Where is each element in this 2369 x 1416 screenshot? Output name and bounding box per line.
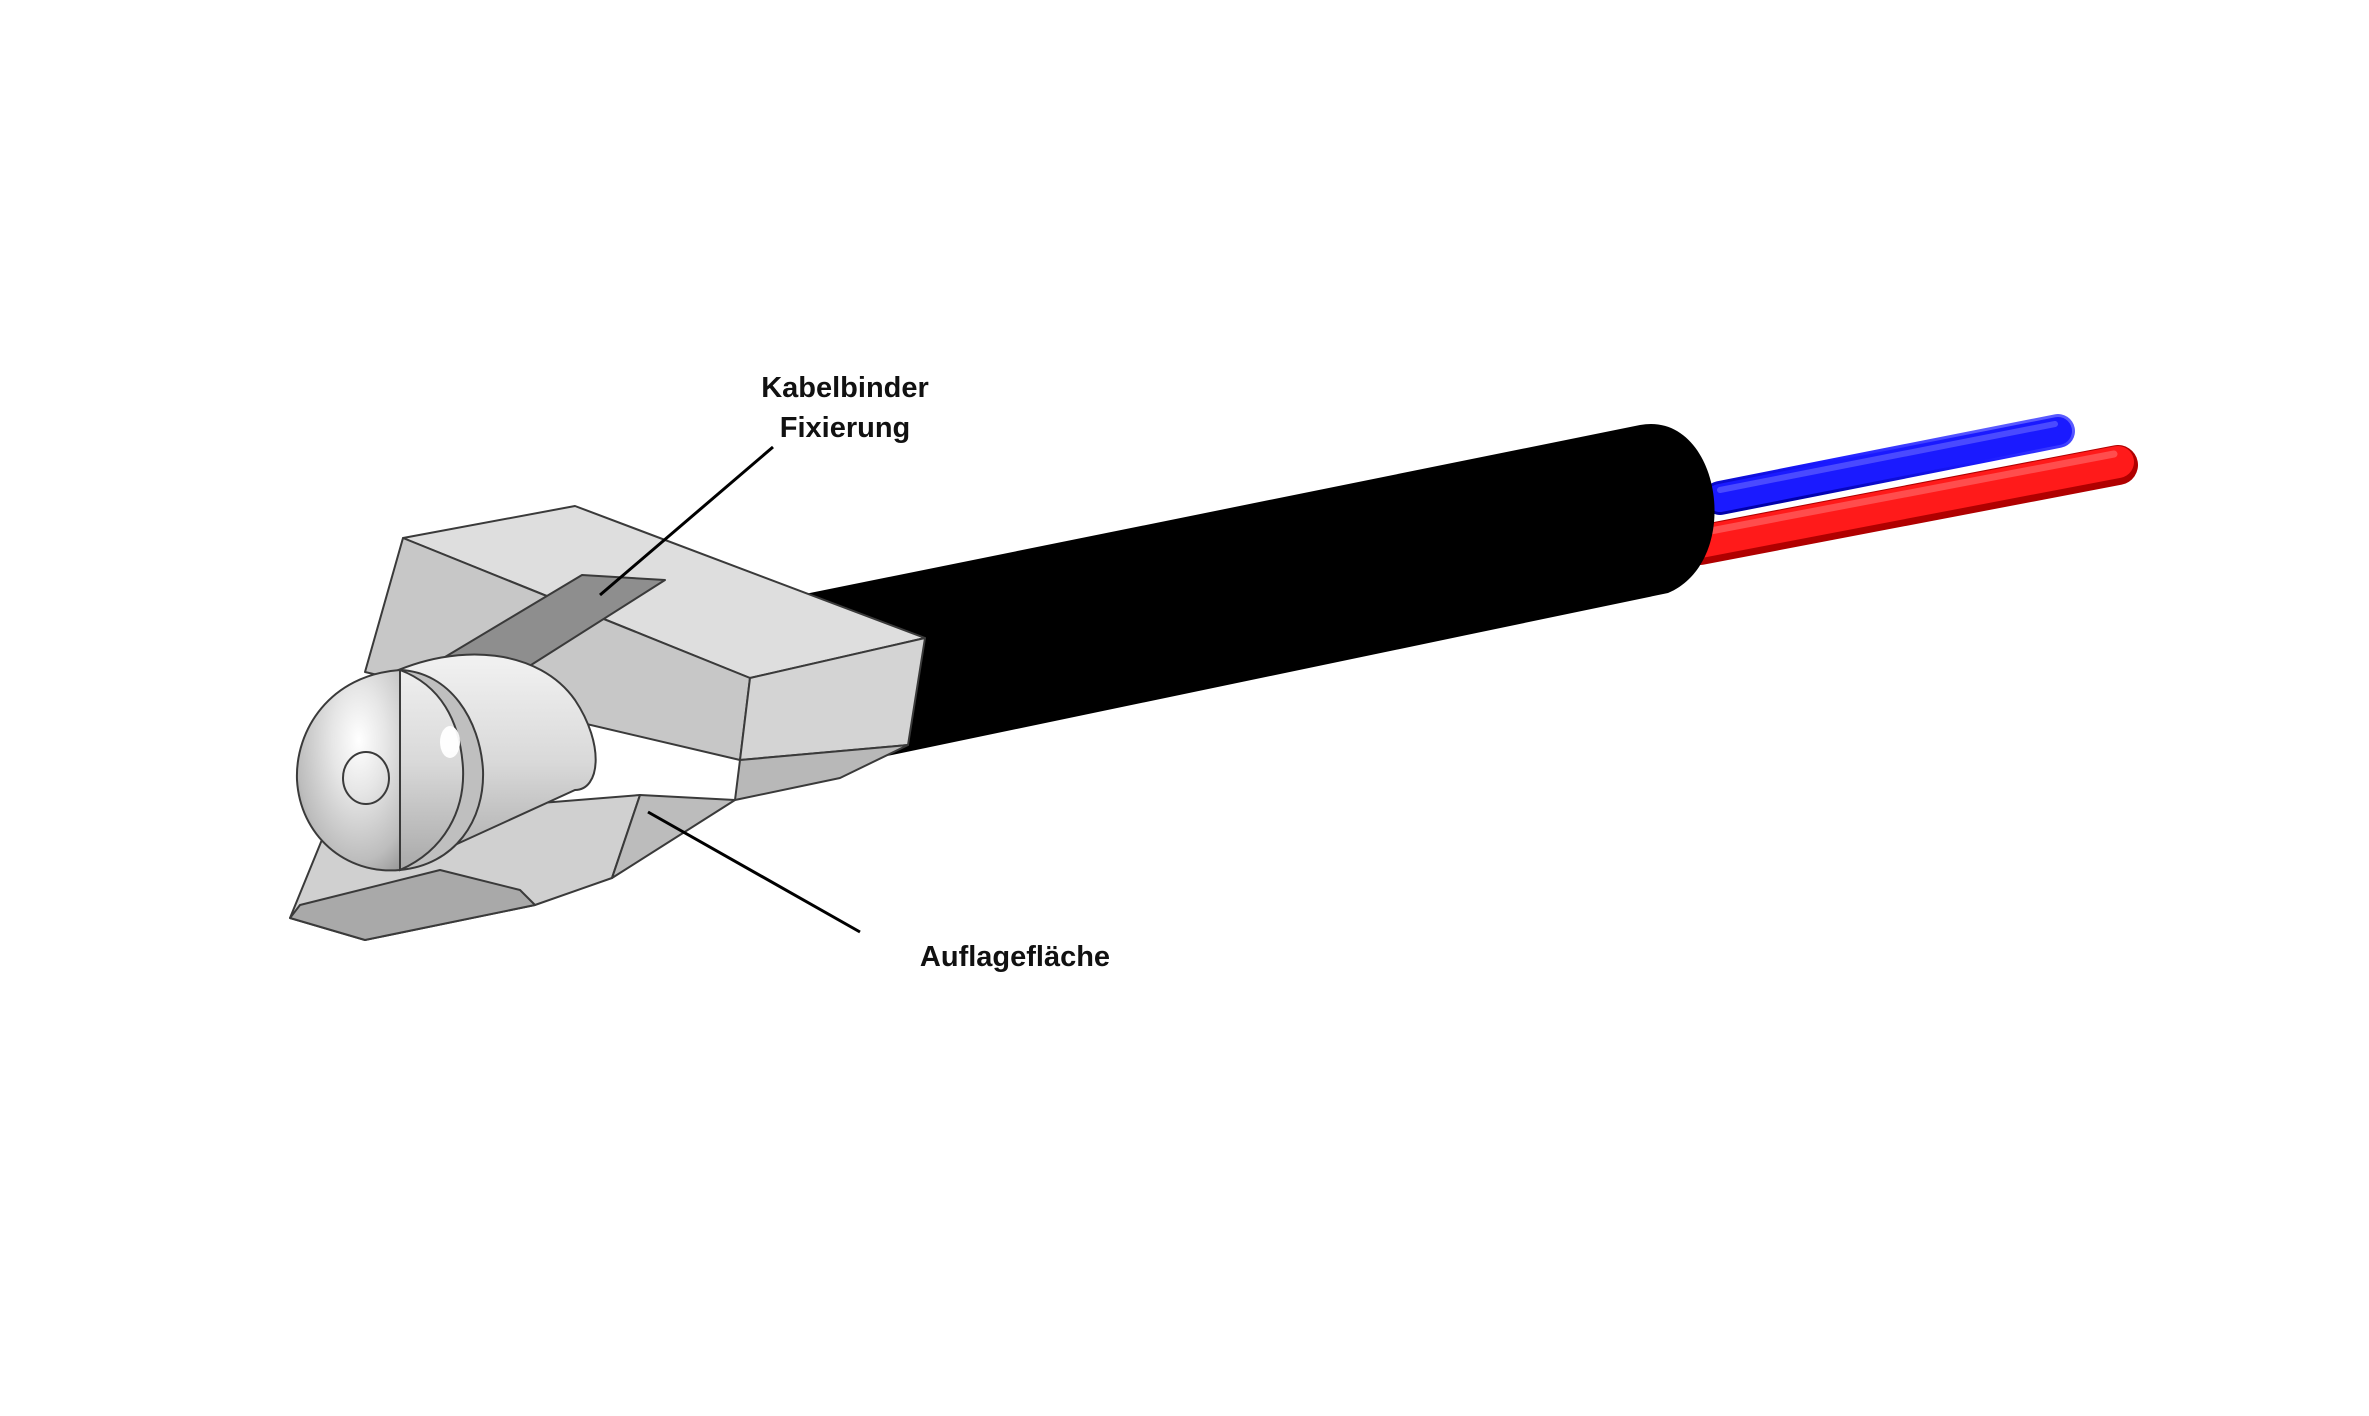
sensor-dome xyxy=(295,668,485,872)
contact-flange xyxy=(289,794,736,941)
housing-block xyxy=(364,505,926,801)
label-cable-tie-line1: Kabelbinder xyxy=(761,372,929,404)
leader-line-contact-surface xyxy=(647,810,861,934)
sensor-sleeve xyxy=(383,653,597,872)
leader-line-cable-tie xyxy=(599,445,774,597)
label-cable-tie-line2: Fixierung xyxy=(779,412,911,444)
label-contact-surface: Auflagefläche xyxy=(919,941,1111,973)
cable-jacket xyxy=(800,423,1715,770)
label-cable-tie-fixation: Kabelbinder Fixierung xyxy=(690,368,1000,448)
wire-blue xyxy=(1703,414,2075,515)
wire-red xyxy=(1680,445,2138,565)
